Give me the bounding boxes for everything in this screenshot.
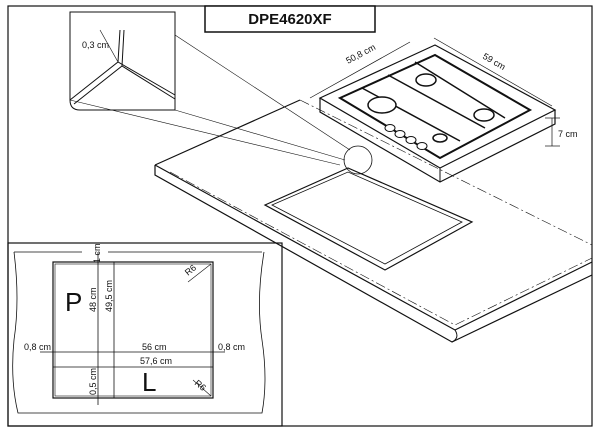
total-width-label: 57,6 cm <box>140 356 172 366</box>
burner-back <box>415 73 437 87</box>
hob-height-label: 7 cm <box>558 129 578 139</box>
burner-small <box>432 133 448 143</box>
gas-hob <box>318 44 557 183</box>
label-p: P <box>65 287 82 317</box>
cut-depth-label: 48 cm <box>88 287 98 312</box>
edge-thickness-label: 0,3 cm <box>82 40 109 50</box>
radius-top-label: R6 <box>183 262 198 277</box>
model-title: DPE4620XF <box>248 11 331 28</box>
label-l: L <box>142 367 156 397</box>
burner-right <box>473 108 495 122</box>
radius-bottom-label: R6 <box>193 378 208 393</box>
cutout-outline <box>52 261 214 399</box>
edge-detail-inset: 0,3 cm <box>69 11 351 166</box>
plan-labels: 1 cm 48 cm 49,5 cm 0,8 cm 0,8 cm 56 cm 5… <box>24 243 245 397</box>
bottom-margin-label: 0,5 cm <box>88 368 98 395</box>
title-box: DPE4620XF <box>204 5 376 33</box>
top-margin-label: 1 cm <box>92 243 102 263</box>
cut-width-label: 56 cm <box>142 342 167 352</box>
hob-width-label: 59 cm <box>481 51 507 72</box>
countertop <box>154 99 593 343</box>
control-knobs <box>384 124 428 150</box>
left-gap-label: 0,8 cm <box>24 342 51 352</box>
countertop-cutout <box>263 145 474 271</box>
plan-view <box>7 242 283 427</box>
outer-frame <box>7 5 593 427</box>
hob-depth-label: 50,8 cm <box>344 42 377 66</box>
right-gap-label: 0,8 cm <box>218 342 245 352</box>
burner-large <box>367 96 397 114</box>
total-depth-label: 49,5 cm <box>104 280 114 312</box>
detail-marker-circle <box>343 145 373 175</box>
